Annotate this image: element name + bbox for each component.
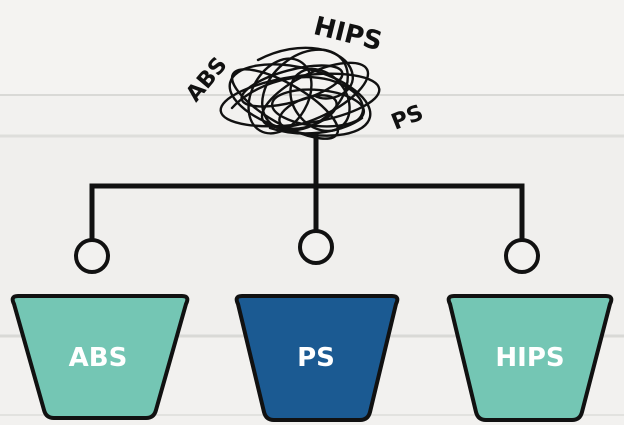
bin-ps: PS (234, 294, 400, 422)
bin-abs-label: ABS (69, 343, 128, 373)
bin-hips-body (446, 294, 614, 422)
hanger-rings (74, 229, 540, 274)
bin-abs-body (10, 294, 190, 420)
hanger-ring-ps (298, 229, 334, 265)
bin-ps-body (234, 294, 400, 422)
bin-hips: HIPS (446, 294, 614, 422)
branch-connector (89, 133, 525, 243)
bin-hips-label: HIPS (495, 343, 564, 373)
tangled-scribble (219, 46, 381, 140)
hanger-ring-abs (74, 238, 110, 274)
bin-ps-label: PS (297, 343, 335, 373)
bin-abs: ABS (10, 294, 190, 420)
hanger-ring-hips (504, 238, 540, 274)
